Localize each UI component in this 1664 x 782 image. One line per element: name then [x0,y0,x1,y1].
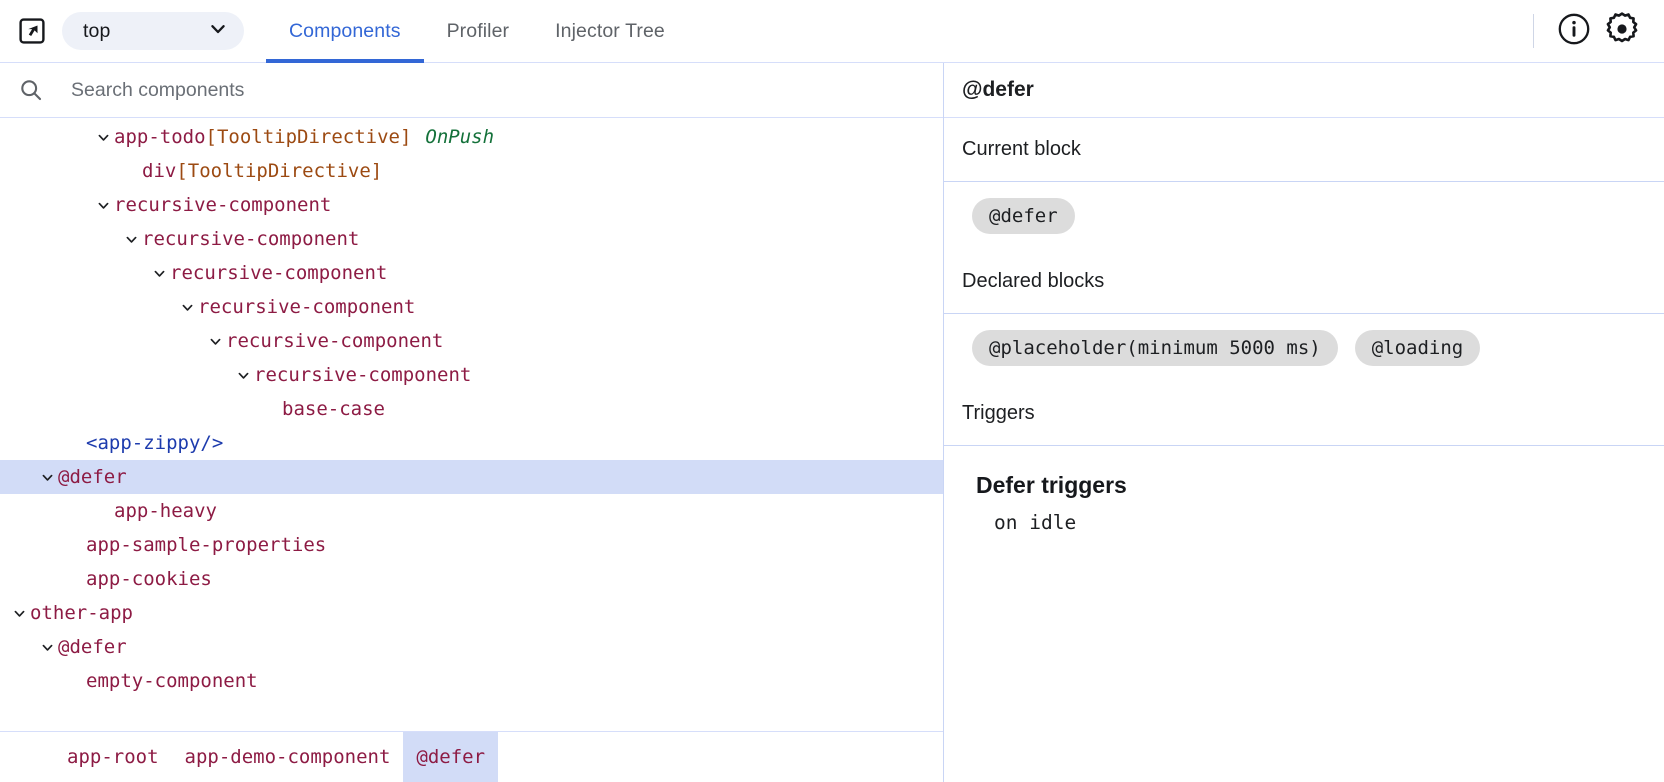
tree-node-label: recursive-component [142,228,360,250]
tree-node-label: @defer [58,636,127,658]
tab-profiler[interactable]: Profiler [424,0,533,63]
tab-injector-tree-label: Injector Tree [555,19,665,42]
tree-node-change-detection-badge: OnPush [425,126,495,148]
chip-current-block[interactable]: @defer [972,198,1075,234]
tree-node[interactable]: recursive-component [0,256,943,290]
tree-node[interactable]: app-todo[TooltipDirective] OnPush [0,120,943,154]
component-tree-pane: app-todo[TooltipDirective]OnPushdiv[Tool… [0,63,943,782]
frame-select-dropdown[interactable]: top [62,12,244,50]
section-header-declared-blocks: Declared blocks [944,250,1664,314]
current-block-chips: @defer [944,182,1664,250]
settings-button[interactable] [1598,7,1646,55]
tree-node[interactable]: app-heavy [0,494,943,528]
tree-node-label: app-todo [114,126,206,148]
tree-node[interactable]: app-sample-properties [0,528,943,562]
defer-triggers-panel: Defer triggers on idle [944,446,1664,534]
tree-node-label: app-sample-properties [86,534,327,556]
tree-node-selected[interactable]: @defer [0,460,943,494]
info-circle-icon [1557,12,1591,51]
tree-node[interactable]: recursive-component [0,222,943,256]
search-input[interactable] [71,63,943,117]
tab-profiler-label: Profiler [446,19,510,42]
tree-node[interactable]: recursive-component [0,358,943,392]
tree-node-directive: [TooltipDirective] [205,126,412,148]
tree-node-label: <app-zippy/> [86,432,224,454]
frame-select-value: top [83,19,111,42]
tree-node[interactable]: other-app [0,596,943,630]
tree-node-directive: [TooltipDirective] [176,160,383,182]
top-toolbar: top Components Profiler Injector Tree [0,0,1664,63]
tree-node-label: recursive-component [114,194,332,216]
tree-node[interactable]: @defer [0,630,943,664]
section-header-current-block: Current block [944,118,1664,182]
tree-node-label: base-case [282,398,385,420]
tree-node[interactable]: <app-zippy/> [0,426,943,460]
tree-node-label: recursive-component [254,364,472,386]
tree-node-label: recursive-component [170,262,388,284]
details-pane: @defer Current block @defer Declared blo… [943,63,1664,782]
tree-node-label: empty-component [86,670,258,692]
tab-components-label: Components [289,19,401,42]
breadcrumb-item[interactable]: app-demo-component [184,746,391,768]
chip-placeholder-block[interactable]: @placeholder(minimum 5000 ms) [972,330,1338,366]
details-title: @defer [944,63,1664,118]
tree-node-label: app-heavy [114,500,217,522]
tree-node-label: @defer [58,466,127,488]
chevron-down-icon[interactable] [38,640,56,655]
chevron-down-icon[interactable] [94,130,112,145]
chevron-down-icon[interactable] [150,266,168,281]
tree-node[interactable]: recursive-component [0,324,943,358]
breadcrumb-item[interactable]: @defer [403,732,499,782]
breadcrumb: app-root app-demo-component @defer [0,731,943,782]
inspect-element-icon [19,18,45,44]
tree-node-label: div [142,160,177,182]
chevron-down-icon[interactable] [206,334,224,349]
tree-node-label: app-cookies [86,568,212,590]
tree-node[interactable]: app-cookies [0,562,943,596]
chevron-down-icon[interactable] [234,368,252,383]
tree-node[interactable]: empty-component [0,664,943,698]
defer-triggers-heading: Defer triggers [976,472,1127,498]
toolbar-divider [1533,14,1534,48]
tree-node-label: recursive-component [198,296,416,318]
breadcrumb-item[interactable]: app-root [67,746,159,768]
tree-node[interactable]: recursive-component [0,188,943,222]
tree-node[interactable]: recursive-component [0,290,943,324]
tree-node[interactable]: div[TooltipDirective] [0,154,943,188]
inspect-element-button[interactable] [14,13,50,49]
gear-icon [1604,11,1640,52]
chevron-down-icon[interactable] [10,606,28,621]
search-icon [17,76,45,104]
tree-node-label: recursive-component [226,330,444,352]
toolbar-actions [1533,0,1646,62]
chevron-down-icon[interactable] [122,232,140,247]
main-body: app-todo[TooltipDirective]OnPushdiv[Tool… [0,63,1664,782]
chip-loading-block[interactable]: @loading [1354,330,1481,366]
defer-trigger-value: on idle [994,511,1077,534]
main-tabs: Components Profiler Injector Tree [266,0,688,63]
tab-components[interactable]: Components [266,0,424,63]
chevron-down-icon[interactable] [178,300,196,315]
chevron-down-icon[interactable] [38,470,56,485]
search-bar [0,63,943,118]
declared-blocks-chips: @placeholder(minimum 5000 ms) @loading [944,314,1664,382]
tree-node-label: other-app [30,602,133,624]
info-button[interactable] [1550,7,1598,55]
chevron-down-icon [208,19,228,44]
section-header-triggers: Triggers [944,382,1664,446]
chevron-down-icon[interactable] [94,198,112,213]
tab-injector-tree[interactable]: Injector Tree [532,0,688,63]
tree-node[interactable]: base-case [0,392,943,426]
